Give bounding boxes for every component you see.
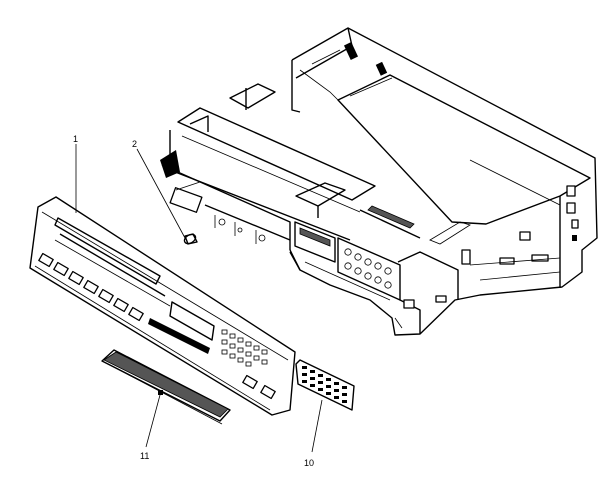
callout-door: 11 [140,451,149,461]
callout-knob: 2 [132,139,137,149]
leader-lines [75,144,323,453]
callout-front-panel: 1 [73,134,78,144]
door-part [101,349,231,425]
knob-part [183,233,198,245]
terminal-plate-part [295,359,355,411]
vcr-chassis-assembly [160,27,598,336]
front-panel-part [29,196,296,416]
callout-terminal-plate: 10 [304,458,314,468]
